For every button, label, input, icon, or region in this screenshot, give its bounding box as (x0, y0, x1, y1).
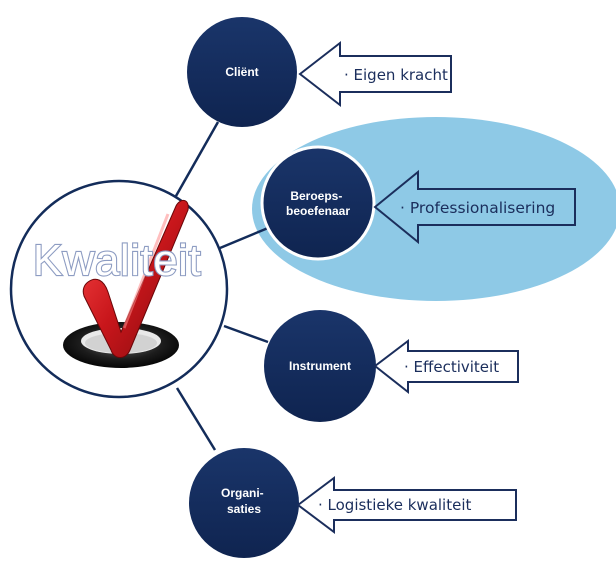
node-client: Cliënt (187, 17, 297, 127)
connector-organisaties (175, 387, 217, 451)
arrow-effectiviteit: · Effectiviteit (373, 338, 519, 395)
arrow-eigen-kracht: · Eigen kracht (298, 40, 452, 108)
node-organisaties-label-line2: saties (227, 502, 261, 516)
node-beroepsbeoefenaar-label-line2: beoefenaar (286, 204, 350, 218)
svg-text:Organi- saties: Organi- saties (221, 486, 267, 516)
node-instrument: Instrument (264, 310, 376, 422)
connector-client (174, 121, 220, 197)
node-beroepsbeoefenaar-label-line1: Beroeps- (290, 189, 342, 203)
svg-text:Beroeps- beoefenaar: Beroeps- beoefenaar (286, 189, 350, 218)
arrow-effectiviteit-label: · Effectiviteit (404, 358, 499, 376)
node-beroepsbeoefenaar: Beroeps- beoefenaar (260, 145, 376, 261)
node-organisaties-label-line1: Organi- (221, 486, 264, 500)
arrow-logistieke-kwaliteit: · Logistieke kwaliteit (296, 476, 517, 534)
connector-beroepsbeoefenaar (219, 226, 269, 250)
svg-text:Instrument: Instrument (289, 359, 351, 373)
red-checkmark-icon (82, 200, 189, 358)
central-label: Kwaliteit (33, 236, 201, 285)
node-client-label: Cliënt (225, 65, 258, 79)
connector-instrument (223, 324, 269, 344)
arrow-professionalisering: · Professionalisering (373, 169, 576, 245)
connectors (174, 121, 269, 451)
arrow-logistieke-kwaliteit-label: · Logistieke kwaliteit (318, 496, 471, 514)
arrow-professionalisering-label: · Professionalisering (400, 199, 555, 217)
node-organisaties: Organi- saties (189, 448, 299, 558)
central-circle: Kwaliteit (9, 179, 229, 399)
arrow-eigen-kracht-label: · Eigen kracht (344, 66, 448, 84)
svg-text:Cliënt: Cliënt (225, 65, 258, 79)
node-instrument-label: Instrument (289, 359, 351, 373)
